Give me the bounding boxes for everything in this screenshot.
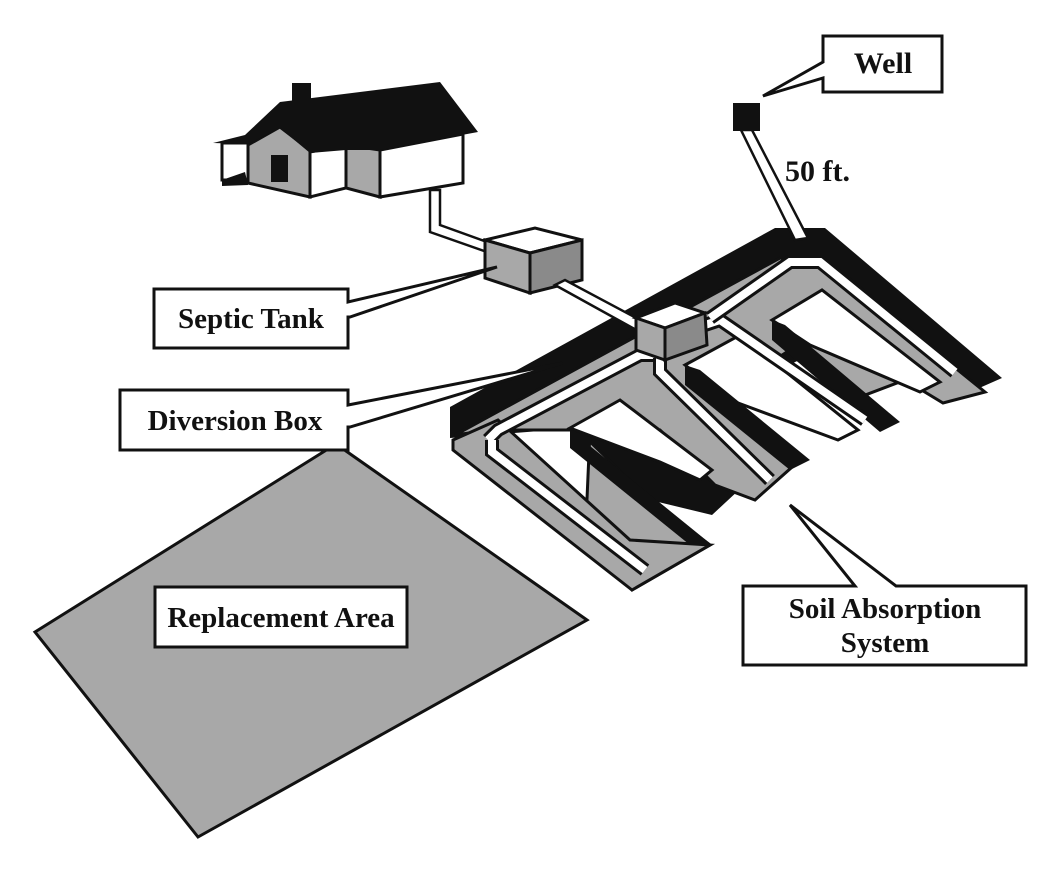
septic-tank-callout-box: [152, 265, 498, 350]
house: [213, 82, 478, 199]
well-marker: [733, 103, 760, 131]
septic-tank-callout: Septic Tank: [152, 265, 498, 350]
distance-label: 50 ft.: [785, 155, 850, 188]
replacement-area-label: Replacement Area: [167, 602, 395, 634]
house-porch-floor: [222, 172, 248, 186]
trench-finger-2-shadow: [685, 365, 810, 470]
header-pipe: [707, 258, 958, 376]
septic-tank-label: Septic Tank: [178, 303, 325, 335]
house-chimney: [292, 83, 311, 101]
septic-tank-side: [528, 238, 584, 295]
septic-tank: [479, 226, 584, 296]
well-callout: [762, 34, 944, 98]
house-middle-wall: [344, 143, 382, 199]
house-roof: [213, 82, 478, 153]
diversion-box-label: Diversion Box: [148, 405, 323, 437]
diversion-box-callout: Diversion Box: [118, 361, 564, 452]
soil-absorption-label-line2: System: [841, 627, 930, 659]
diversion-box: [631, 301, 710, 363]
trench-finger-1-shadow: [570, 430, 712, 545]
effluent-pipe: [552, 278, 642, 335]
house-sewer-pipe: [428, 188, 489, 254]
house-door: [271, 155, 288, 182]
lateral-pipe-2: [656, 358, 773, 483]
diversion-box-side: [663, 310, 709, 363]
lateral-pipe-1: [488, 440, 648, 574]
house-front-wall: [308, 143, 348, 199]
trench-opening-1: [566, 398, 715, 482]
well-label: Well: [854, 47, 912, 80]
replacement-area: Replacement Area: [32, 442, 590, 839]
replacement-area-label-box: [153, 585, 409, 649]
soil-absorption-callout: Soil Absorption System: [741, 503, 1028, 667]
soil-absorption-label-line1: Soil Absorption: [789, 593, 982, 625]
soil-absorption-field: [450, 228, 1002, 592]
diversion-box-callout-box: [118, 361, 564, 452]
well: Well 50 ft.: [733, 34, 944, 242]
soil-absorption-callout-box: [741, 503, 1028, 667]
lateral-pipe-3: [703, 315, 868, 424]
trench-finger-3-shadow: [772, 320, 900, 432]
